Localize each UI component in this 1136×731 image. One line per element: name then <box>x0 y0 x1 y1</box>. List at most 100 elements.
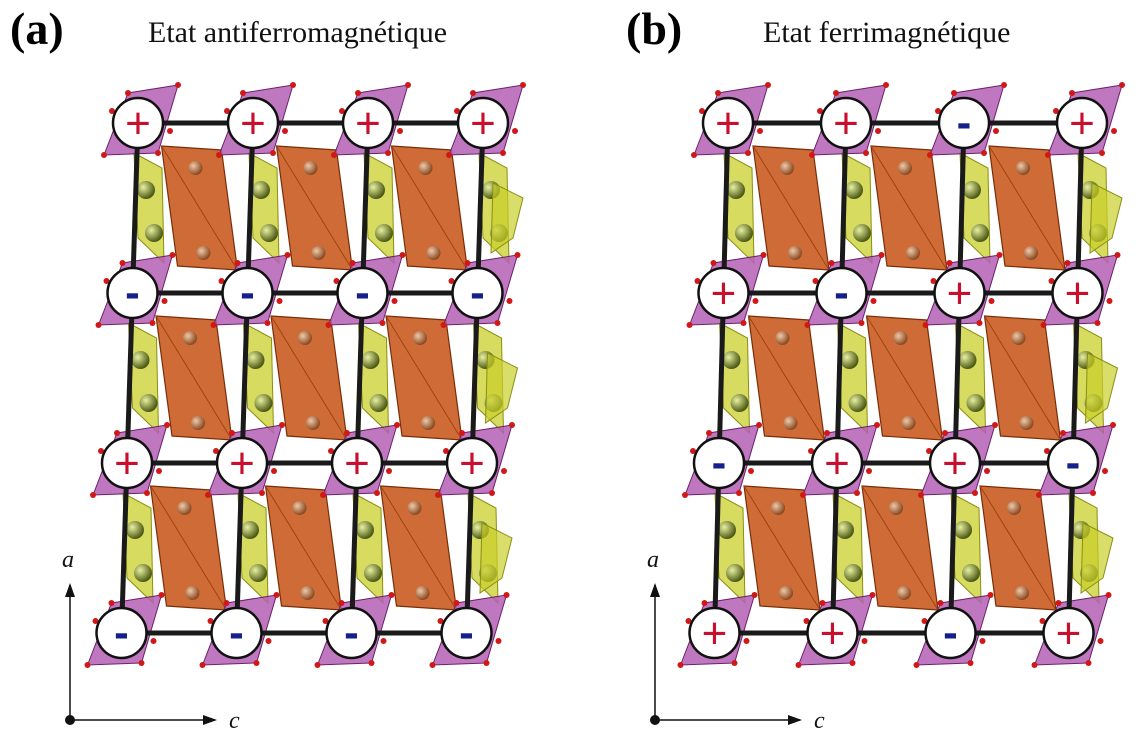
cation-sphere <box>844 564 862 582</box>
cation-sphere <box>840 351 859 369</box>
oxygen-atom <box>927 152 933 158</box>
cation-sphere <box>311 246 326 260</box>
cation-sphere <box>836 521 854 539</box>
cation-sphere <box>963 181 981 199</box>
oxygen-atom <box>870 298 877 304</box>
octahedron-edge <box>979 485 1057 611</box>
cation-sphere <box>889 501 903 515</box>
axis-a-label: a <box>647 547 659 573</box>
spin-site <box>226 96 280 150</box>
cation-sphere <box>958 351 977 369</box>
bond <box>464 462 475 634</box>
oxygen-atom <box>325 322 332 328</box>
spin-site <box>937 96 991 150</box>
cation-sphere <box>962 564 980 582</box>
oxygen-atom <box>138 660 145 666</box>
oxygen-atom <box>694 278 701 284</box>
cation-sphere <box>131 351 150 369</box>
oxygen-atom <box>1044 448 1050 454</box>
panel-b-structure: ++-++-++-++-++-+ac <box>647 82 1125 731</box>
oxygen-atom <box>812 278 819 284</box>
oxygen-atom <box>809 152 815 158</box>
oxygen-atom <box>144 490 150 496</box>
bond <box>1066 462 1076 634</box>
panel-b-title: Etat ferrimagnétique <box>763 16 1011 49</box>
oxygen-atom <box>167 128 173 134</box>
cation-sphere <box>249 564 267 582</box>
oxygen-atom <box>1105 592 1112 598</box>
oxygen-atom <box>379 320 386 326</box>
oxygen-atom <box>1085 660 1092 666</box>
oxygen-atom <box>259 490 265 496</box>
oxygen-atom <box>682 492 688 498</box>
spin-site <box>95 606 148 660</box>
oxygen-atom <box>175 82 181 88</box>
spin-up-label: + <box>1056 609 1082 658</box>
oxygen-atom <box>207 618 214 624</box>
oxygen-atom <box>819 600 826 606</box>
cation-sphere <box>364 564 382 582</box>
octahedron-edge <box>150 485 227 611</box>
oxygen-atom <box>1045 152 1051 158</box>
oxygen-atom <box>875 128 881 134</box>
bond <box>354 292 365 464</box>
cation-sphere <box>134 564 152 582</box>
oxygen-atom <box>282 128 288 134</box>
oxygen-atom <box>752 298 759 304</box>
oxygen-atom <box>440 322 447 328</box>
oxygen-atom <box>512 128 518 134</box>
oxygen-atom <box>92 618 99 624</box>
spin-up-label: + <box>1065 269 1091 318</box>
cation-sphere <box>848 394 867 412</box>
oxygen-atom <box>156 468 162 474</box>
bond <box>834 292 844 464</box>
oxygen-atom <box>691 152 697 158</box>
oxygen-atom <box>751 592 758 598</box>
bond <box>1070 292 1080 464</box>
cation-sphere <box>779 586 793 600</box>
spin-up-label: + <box>947 269 973 318</box>
spin-up-label: + <box>344 439 370 488</box>
oxygen-atom <box>333 278 340 284</box>
panel-a-title: Etat antiferromagnétique <box>148 16 448 49</box>
bond <box>712 462 722 634</box>
bond <box>957 122 967 294</box>
oxygen-atom <box>1048 278 1055 284</box>
oxygen-atom <box>1039 618 1046 624</box>
oxygen-atom <box>803 618 810 624</box>
oxygen-atom <box>394 422 400 428</box>
cation-sphere <box>1015 586 1029 600</box>
spin-up-label: + <box>833 99 859 148</box>
bond <box>716 292 726 464</box>
oxygen-atom <box>918 492 924 498</box>
cation-sphere <box>898 161 912 175</box>
bond <box>360 122 371 294</box>
oxygen-atom <box>677 662 684 668</box>
bond <box>239 292 250 464</box>
oxygen-atom <box>429 662 436 668</box>
panel-a-structure: ++++----++++----ac <box>62 82 526 731</box>
oxygen-atom <box>981 150 987 156</box>
oxygen-atom <box>710 260 717 266</box>
oxygen-atom <box>987 592 994 598</box>
cation-sphere <box>421 416 435 430</box>
cation-sphere <box>726 564 744 582</box>
cation-sphere <box>292 501 307 515</box>
spin-down-label: - <box>229 608 244 657</box>
oxygen-atom <box>339 108 345 114</box>
cation-sphere <box>306 416 320 430</box>
oxygen-atom <box>155 150 161 156</box>
oxygen-atom <box>290 82 296 88</box>
oxygen-atom <box>454 108 460 114</box>
octahedron-edge <box>155 315 233 441</box>
cation-sphere <box>300 586 315 600</box>
oxygen-atom <box>368 660 375 666</box>
cation-sphere <box>966 394 985 412</box>
bond <box>721 122 731 294</box>
octahedron-edge <box>270 315 348 441</box>
cation-sphere <box>298 331 312 345</box>
tetrahedron <box>490 182 524 254</box>
axis-a-label: a <box>62 547 74 573</box>
oxygen-atom <box>795 662 802 668</box>
